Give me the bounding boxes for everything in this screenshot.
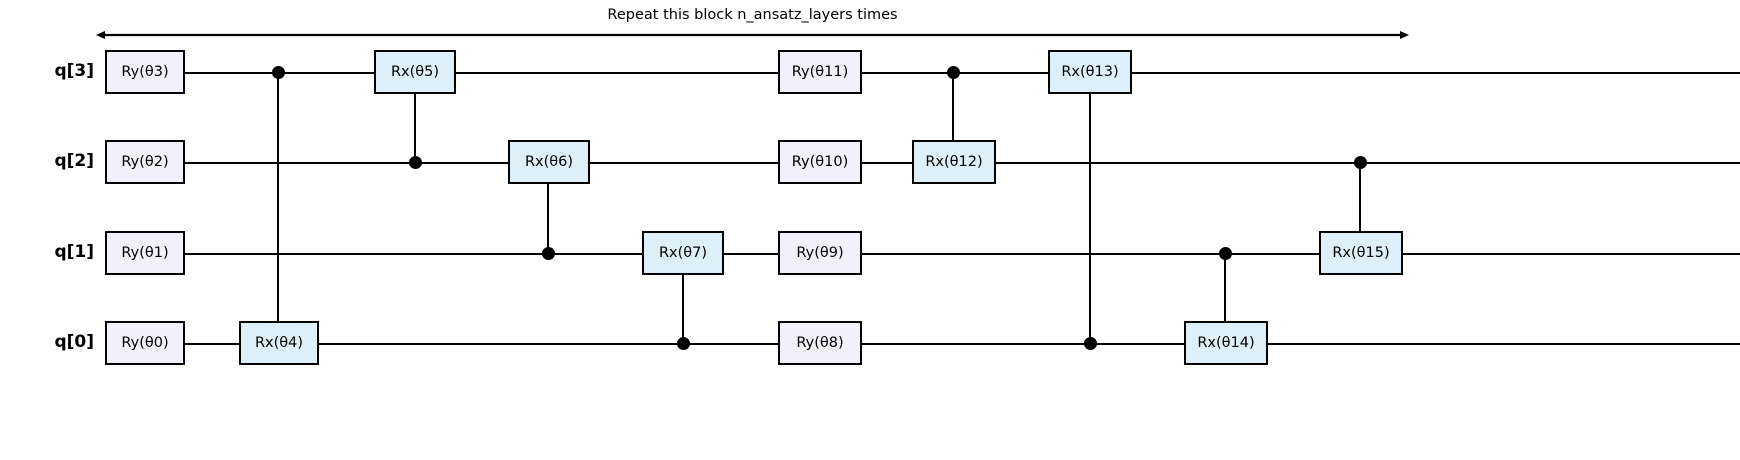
gate-ry10[interactable]: Ry(θ10) — [778, 140, 862, 184]
gate-ry0[interactable]: Ry(θ0) — [105, 321, 185, 365]
repeat-block-label: Repeat this block n_ansatz_layers times — [607, 7, 898, 23]
control-connector-line — [682, 253, 684, 343]
control-connector-line — [1224, 253, 1226, 343]
control-connector-line — [547, 162, 549, 253]
control-dot[interactable] — [1218, 246, 1232, 260]
gate-rx15[interactable]: Rx(θ15) — [1319, 231, 1403, 275]
gate-rx6[interactable]: Rx(θ6) — [508, 140, 590, 184]
control-connector-line — [277, 72, 279, 343]
qubit-wire-q1 — [105, 253, 1740, 255]
control-dot[interactable] — [541, 246, 555, 260]
gate-ry1[interactable]: Ry(θ1) — [105, 231, 185, 275]
gate-rx4[interactable]: Rx(θ4) — [239, 321, 319, 365]
gate-ry2[interactable]: Ry(θ2) — [105, 140, 185, 184]
qubit-wire-q3 — [105, 72, 1740, 74]
gate-rx7[interactable]: Rx(θ7) — [642, 231, 724, 275]
qubit-label-2: q[1] — [54, 242, 94, 262]
control-dot[interactable] — [271, 65, 285, 79]
qubit-label-3: q[0] — [54, 332, 94, 352]
qubit-wire-q0 — [105, 343, 1740, 345]
qubit-label-0: q[3] — [54, 61, 94, 81]
control-connector-line — [1359, 162, 1361, 253]
control-connector-line — [414, 72, 416, 162]
gate-ry8[interactable]: Ry(θ8) — [778, 321, 862, 365]
control-connector-line — [952, 72, 954, 162]
gate-ry11[interactable]: Ry(θ11) — [778, 50, 862, 94]
control-dot[interactable] — [1083, 336, 1097, 350]
repeat-span-arrow — [96, 31, 1409, 39]
qubit-label-1: q[2] — [54, 151, 94, 171]
control-dot[interactable] — [408, 155, 422, 169]
control-connector-line — [1089, 72, 1091, 343]
control-dot[interactable] — [676, 336, 690, 350]
gate-ry9[interactable]: Ry(θ9) — [778, 231, 862, 275]
gate-rx14[interactable]: Rx(θ14) — [1184, 321, 1268, 365]
gate-rx12[interactable]: Rx(θ12) — [912, 140, 996, 184]
control-dot[interactable] — [1353, 155, 1367, 169]
gate-ry3[interactable]: Ry(θ3) — [105, 50, 185, 94]
gate-rx5[interactable]: Rx(θ5) — [374, 50, 456, 94]
control-dot[interactable] — [946, 65, 960, 79]
gate-rx13[interactable]: Rx(θ13) — [1048, 50, 1132, 94]
